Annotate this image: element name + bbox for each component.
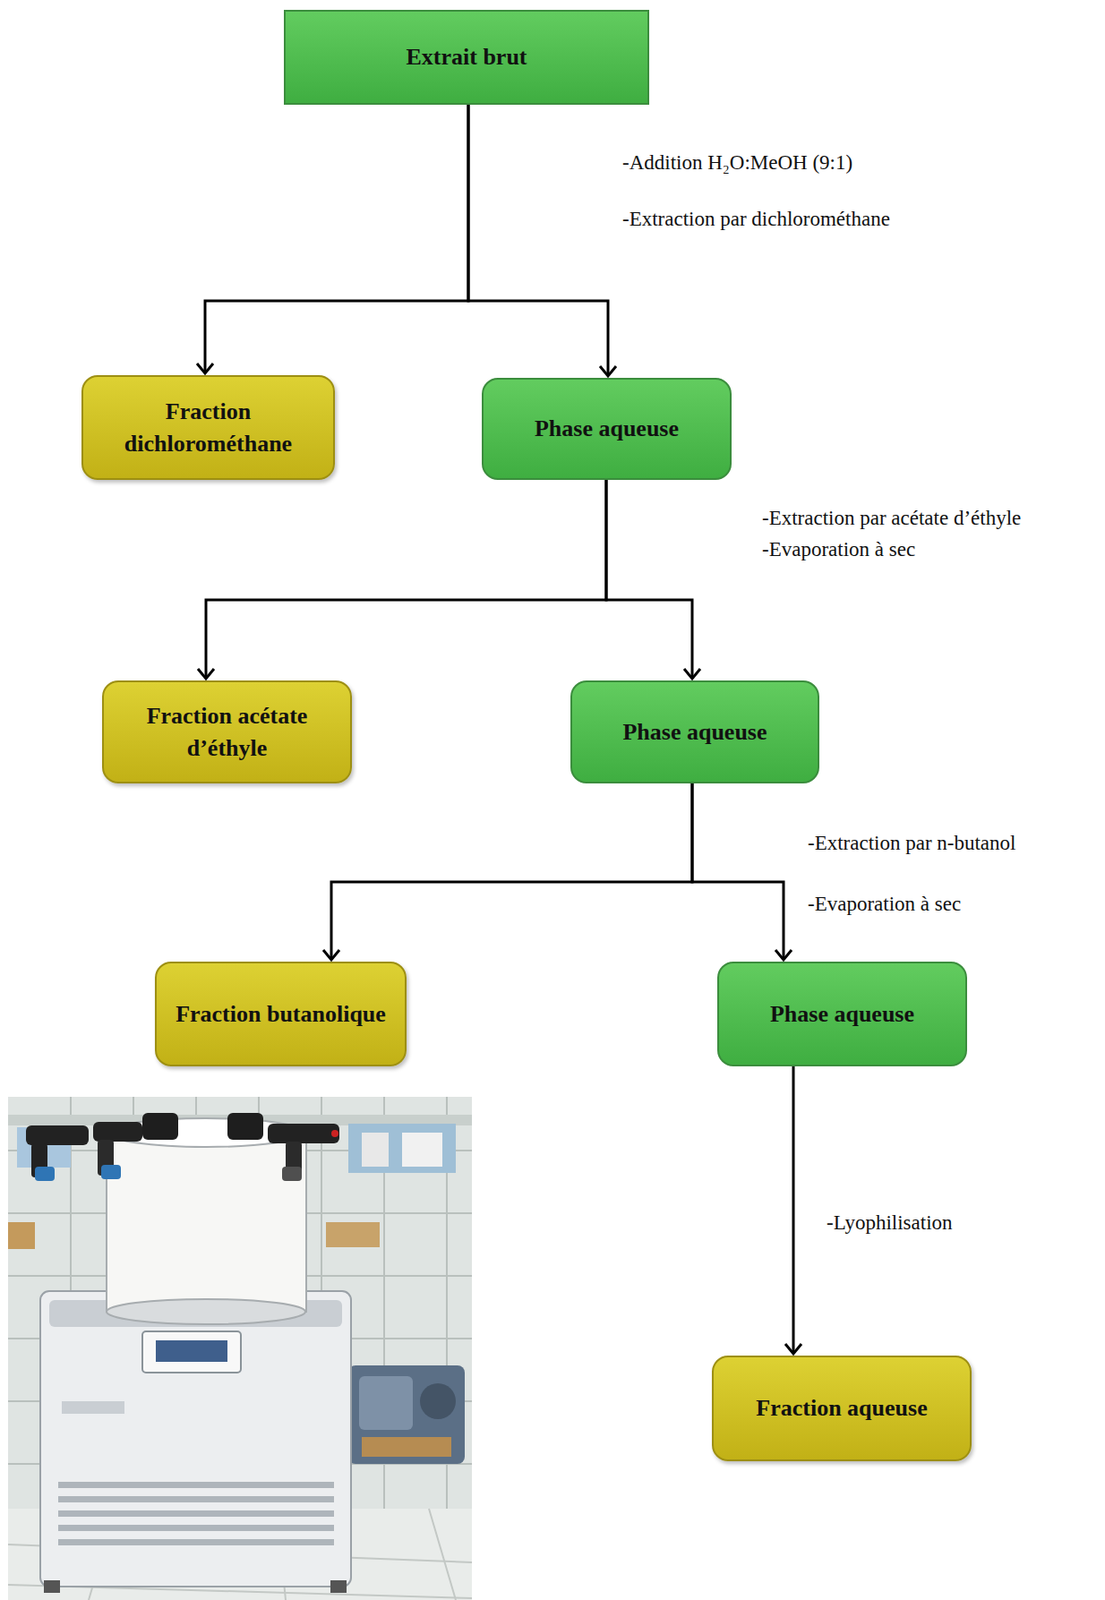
box-text: Fraction acétate d’éthyle [121, 700, 333, 765]
box-text: Fraction aqueuse [755, 1392, 927, 1425]
fraction-box: Fraction butanolique [154, 961, 407, 1067]
fraction-box: Fraction dichlorométhane [81, 375, 335, 480]
box-text: Phase aqueuse [622, 716, 767, 749]
box-text: Fraction dichlorométhane [101, 395, 316, 461]
fraction-box: Fraction aqueuse [711, 1355, 972, 1462]
phase-box: Phase aqueuse [717, 961, 968, 1067]
phase-box: Phase aqueuse [481, 377, 732, 480]
phase-box: Phase aqueuse [570, 680, 820, 784]
step-note: -Extraction par n-butanol [805, 830, 1018, 857]
flow-arrow [692, 783, 784, 960]
flow-arrow [792, 1066, 796, 1354]
box-text: Extrait brut [405, 41, 527, 74]
step-note: -Lyophilisation [824, 1210, 955, 1236]
step-note: -Extraction par dichlorométhane [620, 206, 892, 232]
freeze-dryer-photo [8, 1096, 472, 1600]
flow-arrow [468, 104, 609, 377]
flow-arrow [331, 783, 693, 960]
box-text: Fraction butanolique [175, 998, 386, 1031]
step-note: -Extraction par acétate d’éthyle [760, 505, 1023, 532]
box-text: Phase aqueuse [534, 412, 679, 446]
flow-arrow [606, 479, 693, 679]
process-box: Extrait brut [283, 9, 650, 105]
flow-arrow [205, 104, 469, 374]
fraction-box: Fraction acétate d’éthyle [102, 680, 352, 784]
step-note: -Addition H₂O:MeOH (9:1) [620, 150, 855, 176]
step-note: -Evaporation à sec [760, 537, 917, 563]
box-text: Phase aqueuse [770, 998, 915, 1031]
step-note: -Evaporation à sec [805, 891, 963, 917]
flow-arrow [205, 479, 607, 679]
